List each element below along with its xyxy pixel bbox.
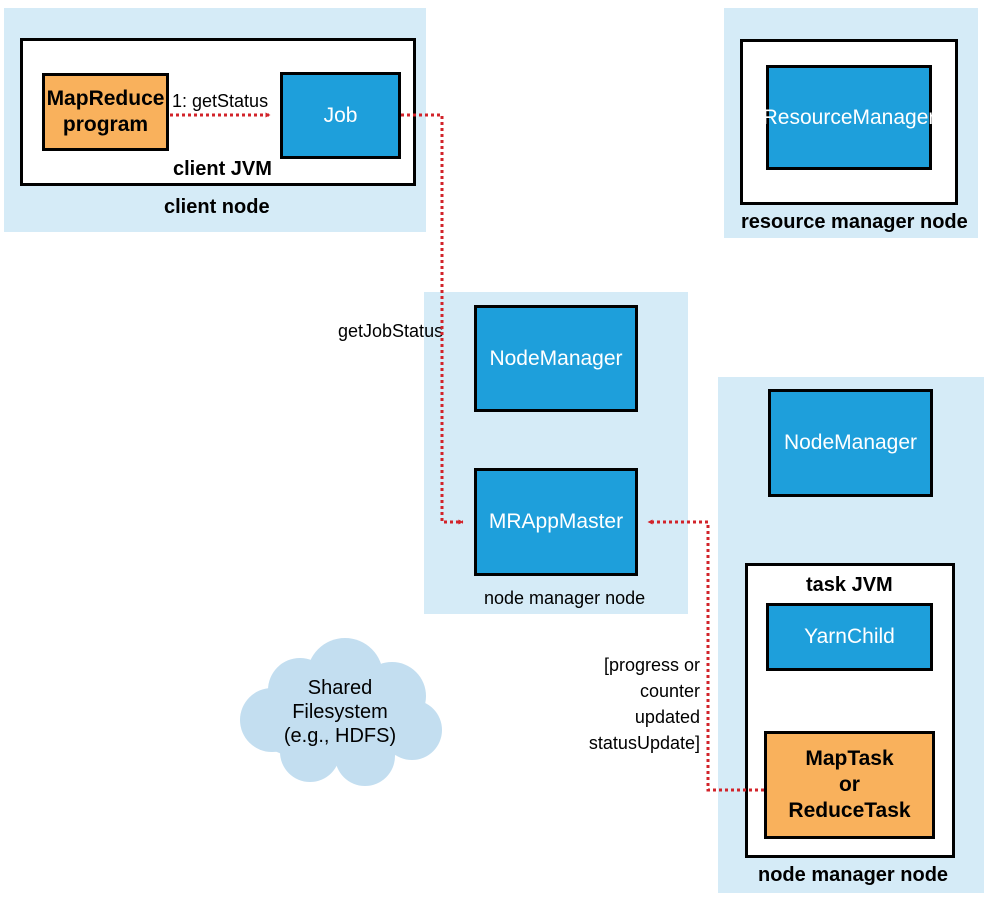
shared-filesystem-cloud <box>240 638 442 786</box>
resource-manager-box: ResourceManager <box>763 65 935 170</box>
task-node-label: node manager node <box>758 864 949 886</box>
status-update-label: [progress or counter updated statusUpdat… <box>588 655 700 753</box>
task-box: MapTask or ReduceTask <box>764 731 935 839</box>
mapreduce-program-box: MapReduce program <box>42 73 169 151</box>
getstatus-label: 1: getStatus <box>172 91 269 111</box>
mrappmaster-box: MRAppMaster <box>474 468 638 576</box>
app-node-manager-box: NodeManager <box>474 305 638 412</box>
shared-filesystem-label: Shared Filesystem (e.g., HDFS) <box>283 677 397 747</box>
app-master-node-label: node manager node <box>484 588 646 608</box>
client-jvm-label: client JVM <box>173 158 272 180</box>
task-node-manager-box: NodeManager <box>768 389 933 497</box>
client-node-label: client node <box>164 196 270 218</box>
getjobstatus-label: getJobStatus <box>338 321 444 341</box>
job-box: Job <box>280 72 401 159</box>
yarn-child-box: YarnChild <box>766 603 933 671</box>
getjobstatus-arrow <box>401 113 464 525</box>
resource-manager-node-label: resource manager node <box>741 211 968 233</box>
task-jvm-label: task JVM <box>806 574 893 596</box>
status-update-arrow <box>647 519 764 792</box>
